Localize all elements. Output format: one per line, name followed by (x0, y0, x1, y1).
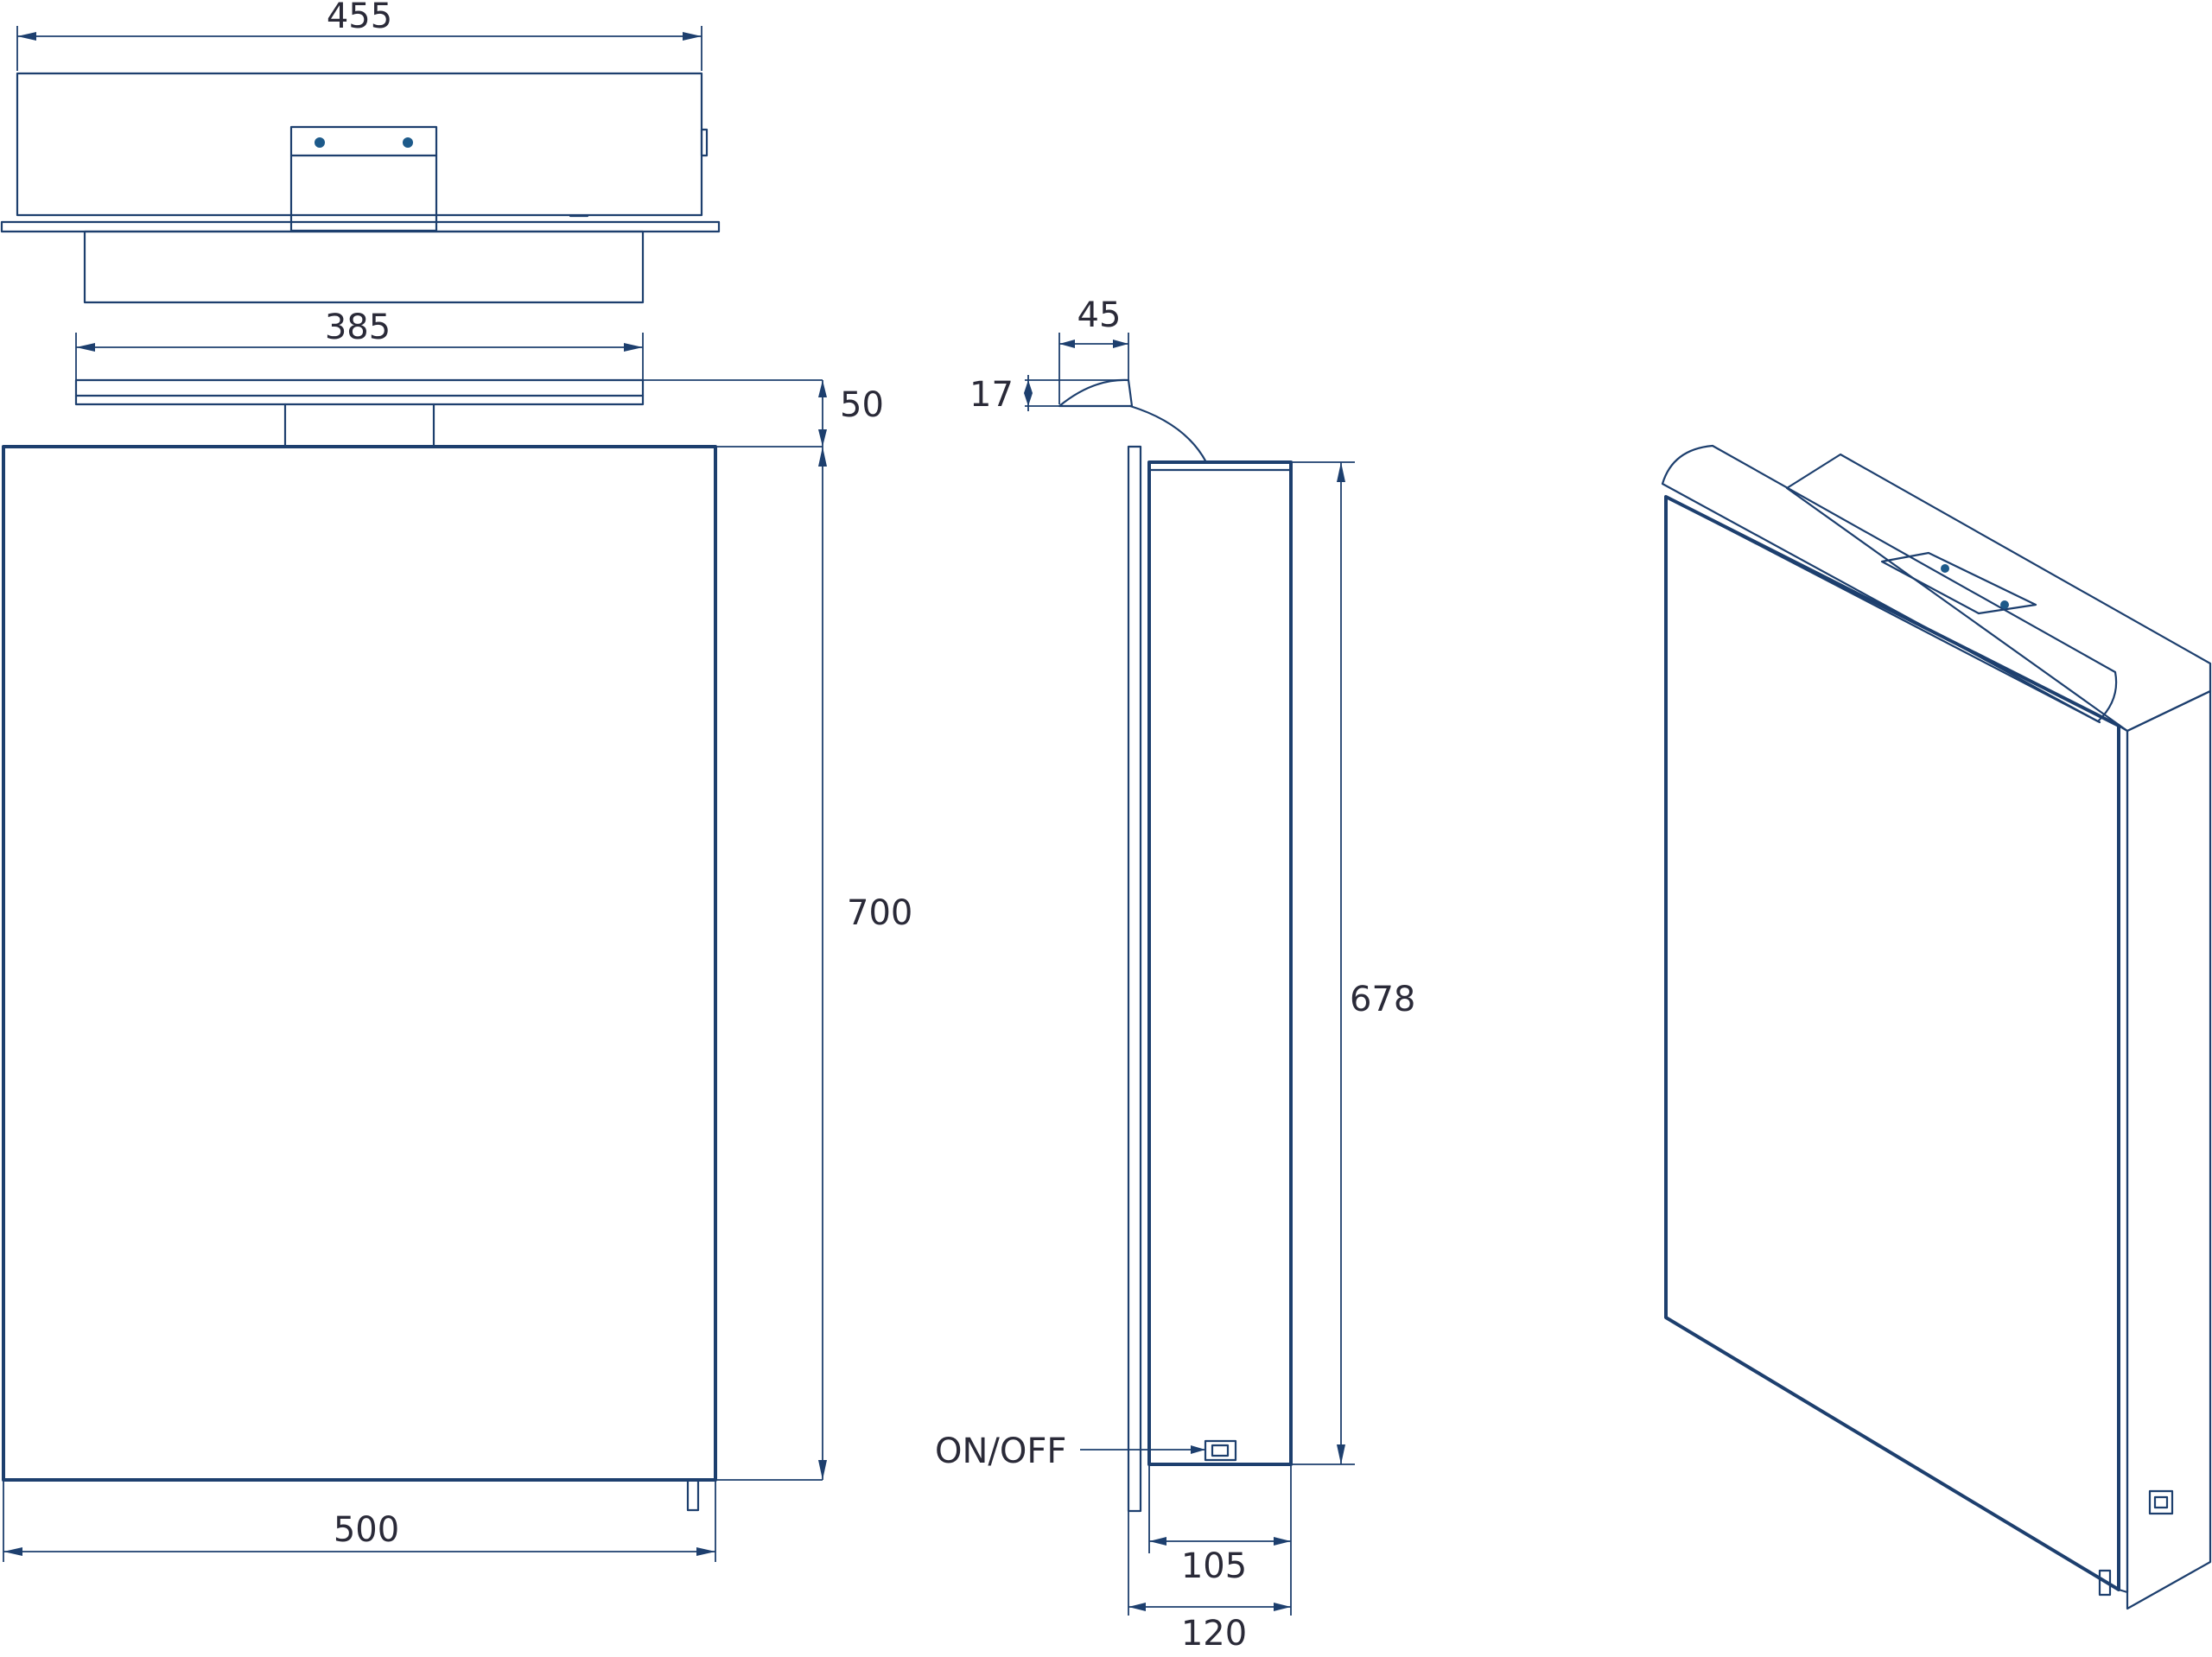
arrow-head (1059, 340, 1075, 348)
arrow-head (1337, 462, 1345, 482)
arrow-head (1149, 1537, 1166, 1546)
iso-door-edge (2117, 724, 2129, 1594)
arrow-head (1191, 1445, 1205, 1454)
dim-label-700: 700 (847, 893, 912, 933)
iso-light-fixture (1661, 444, 2118, 723)
arrow-head (1024, 393, 1033, 406)
arrow-head (76, 343, 95, 352)
iso-switch-icon (2148, 1489, 2174, 1515)
top-view: 455 (0, 0, 721, 304)
iso-cabinet-top (1785, 453, 2212, 733)
iso-mirror-door (1664, 495, 2120, 1591)
front-switch-stub (686, 1478, 700, 1512)
arrow-head (3, 1547, 22, 1556)
iso-foot (2098, 1569, 2112, 1597)
screw-icon (1941, 564, 1949, 573)
arrow-head (624, 343, 643, 352)
dim-label-678: 678 (1350, 980, 1415, 1019)
arrow-head (1274, 1603, 1291, 1611)
arrow-head (818, 380, 827, 397)
arrow-head (1024, 380, 1033, 393)
top-view-mounting-bracket (289, 125, 438, 232)
screw-icon (315, 137, 325, 148)
dim-label-500: 500 (334, 1510, 399, 1550)
side-view: ON/OFF 45 17 678 105 120 (935, 295, 1415, 1654)
dim-label-45: 45 (1077, 295, 1122, 335)
dim-label-120: 120 (1181, 1614, 1247, 1654)
arrow-head (683, 32, 702, 41)
dim-label-50: 50 (840, 385, 884, 425)
top-view-light-fixture (83, 230, 645, 304)
arrow-head (696, 1547, 715, 1556)
side-light-fixture (1058, 378, 1134, 408)
switch-icon (1204, 1439, 1237, 1462)
front-light-fixture (74, 378, 645, 406)
iso-mounting-bracket (1880, 551, 2037, 615)
screw-icon (403, 137, 413, 148)
side-mirror-door (1127, 445, 1142, 1513)
arrow-head (1113, 340, 1128, 348)
dim-label-17: 17 (969, 375, 1014, 415)
arrow-head (1274, 1537, 1291, 1546)
dim-label-455: 455 (327, 0, 392, 36)
front-view: 385 50 700 500 (2, 308, 912, 1562)
arrow-head (818, 447, 827, 467)
iso-cabinet-side (2126, 689, 2212, 1610)
side-cabinet-body (1147, 460, 1293, 1466)
arrow-head (1337, 1444, 1345, 1464)
isometric-view (1661, 444, 2212, 1610)
arrow-head (17, 32, 36, 41)
switch-inner (1211, 1444, 1230, 1457)
arrow-head (1128, 1603, 1146, 1611)
screw-icon (2000, 600, 2009, 609)
iso-light-underside (1664, 495, 2101, 724)
iso-switch-inner (2153, 1495, 2169, 1509)
switch-label: ON/OFF (935, 1432, 1066, 1471)
dim-label-105: 105 (1181, 1546, 1247, 1586)
power-cable (1128, 404, 1208, 464)
arrow-head (818, 1460, 827, 1480)
dim-label-385: 385 (325, 308, 391, 347)
top-view-cabinet-body (16, 72, 703, 217)
top-view-switch (700, 128, 709, 157)
front-mirror-door (2, 445, 717, 1482)
arrow-head (818, 429, 827, 447)
